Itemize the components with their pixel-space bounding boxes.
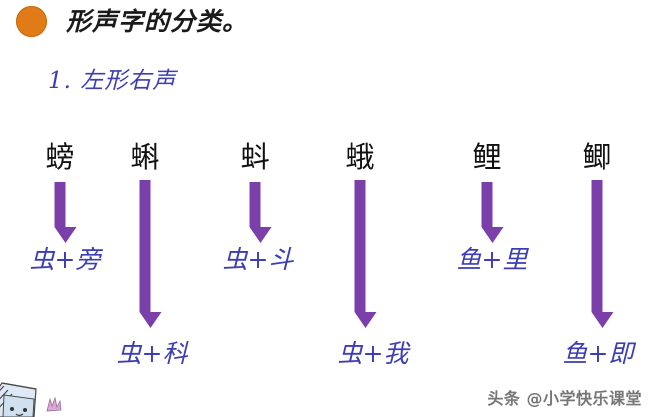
decomposition-label: 虫+斗 (222, 245, 294, 274)
source-character: 鲤 (472, 140, 502, 174)
decomposition-label: 虫+旁 (29, 245, 101, 274)
down-arrow-icon (54, 182, 77, 243)
orange-bullet-icon (16, 6, 47, 37)
decomposition-label: 鱼+里 (456, 245, 528, 274)
source-character: 蛾 (345, 140, 375, 174)
decomposition-label: 虫+我 (337, 339, 409, 368)
down-arrow-icon (249, 182, 272, 243)
down-arrow-icon (591, 180, 614, 328)
decomposition-label: 虫+科 (116, 339, 188, 368)
page-title-text: 形声字的分类。 (66, 7, 249, 36)
source-character: 蝌 (130, 140, 160, 174)
section-heading: 1. 左形右声 (48, 68, 177, 94)
source-character: 蚪 (240, 140, 270, 174)
watermark: 头条 @小学快乐课堂 (487, 389, 642, 408)
source-character: 螃 (45, 140, 75, 174)
page-title: 形声字的分类。 (16, 6, 248, 37)
decomposition-label: 鱼+即 (562, 339, 634, 368)
down-arrow-icon (139, 180, 162, 328)
down-arrow-icon (354, 180, 377, 328)
down-arrow-icon (481, 182, 504, 243)
source-character: 鲫 (582, 140, 612, 174)
